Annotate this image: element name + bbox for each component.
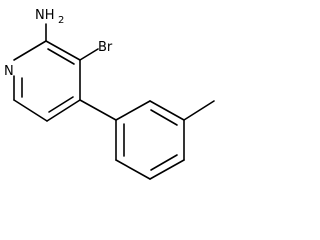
- bond-ph4-ph5: [149, 159, 185, 180]
- bond-c4-c5: [46, 99, 81, 122]
- bond-n1-c2: [13, 40, 47, 61]
- bond-ph5-ph6: [115, 159, 151, 180]
- bond-c2-c3-inner: [47, 48, 75, 65]
- bond-ph2-ph3: [149, 100, 185, 121]
- bond-methyl: [183, 100, 215, 121]
- bond-ph1-ph2: [115, 100, 151, 121]
- bond-c3-bromine: [79, 48, 99, 61]
- chemical-structure-diagram: NH 2 Br N: [4, 8, 215, 180]
- bond-c5-c6: [13, 99, 48, 122]
- bond-ph2-ph3-inner: [150, 109, 178, 126]
- ring-nitrogen-label: N: [4, 64, 14, 79]
- bond-ph4-ph5-inner: [150, 154, 178, 171]
- bond-c4-phenyl: [79, 99, 117, 121]
- bond-c4-c5-inner: [48, 96, 74, 113]
- amine-subscript: 2: [58, 15, 64, 26]
- bromine-label: Br: [98, 40, 113, 55]
- bond-c2-c3: [45, 40, 81, 61]
- amine-label: NH: [35, 8, 55, 23]
